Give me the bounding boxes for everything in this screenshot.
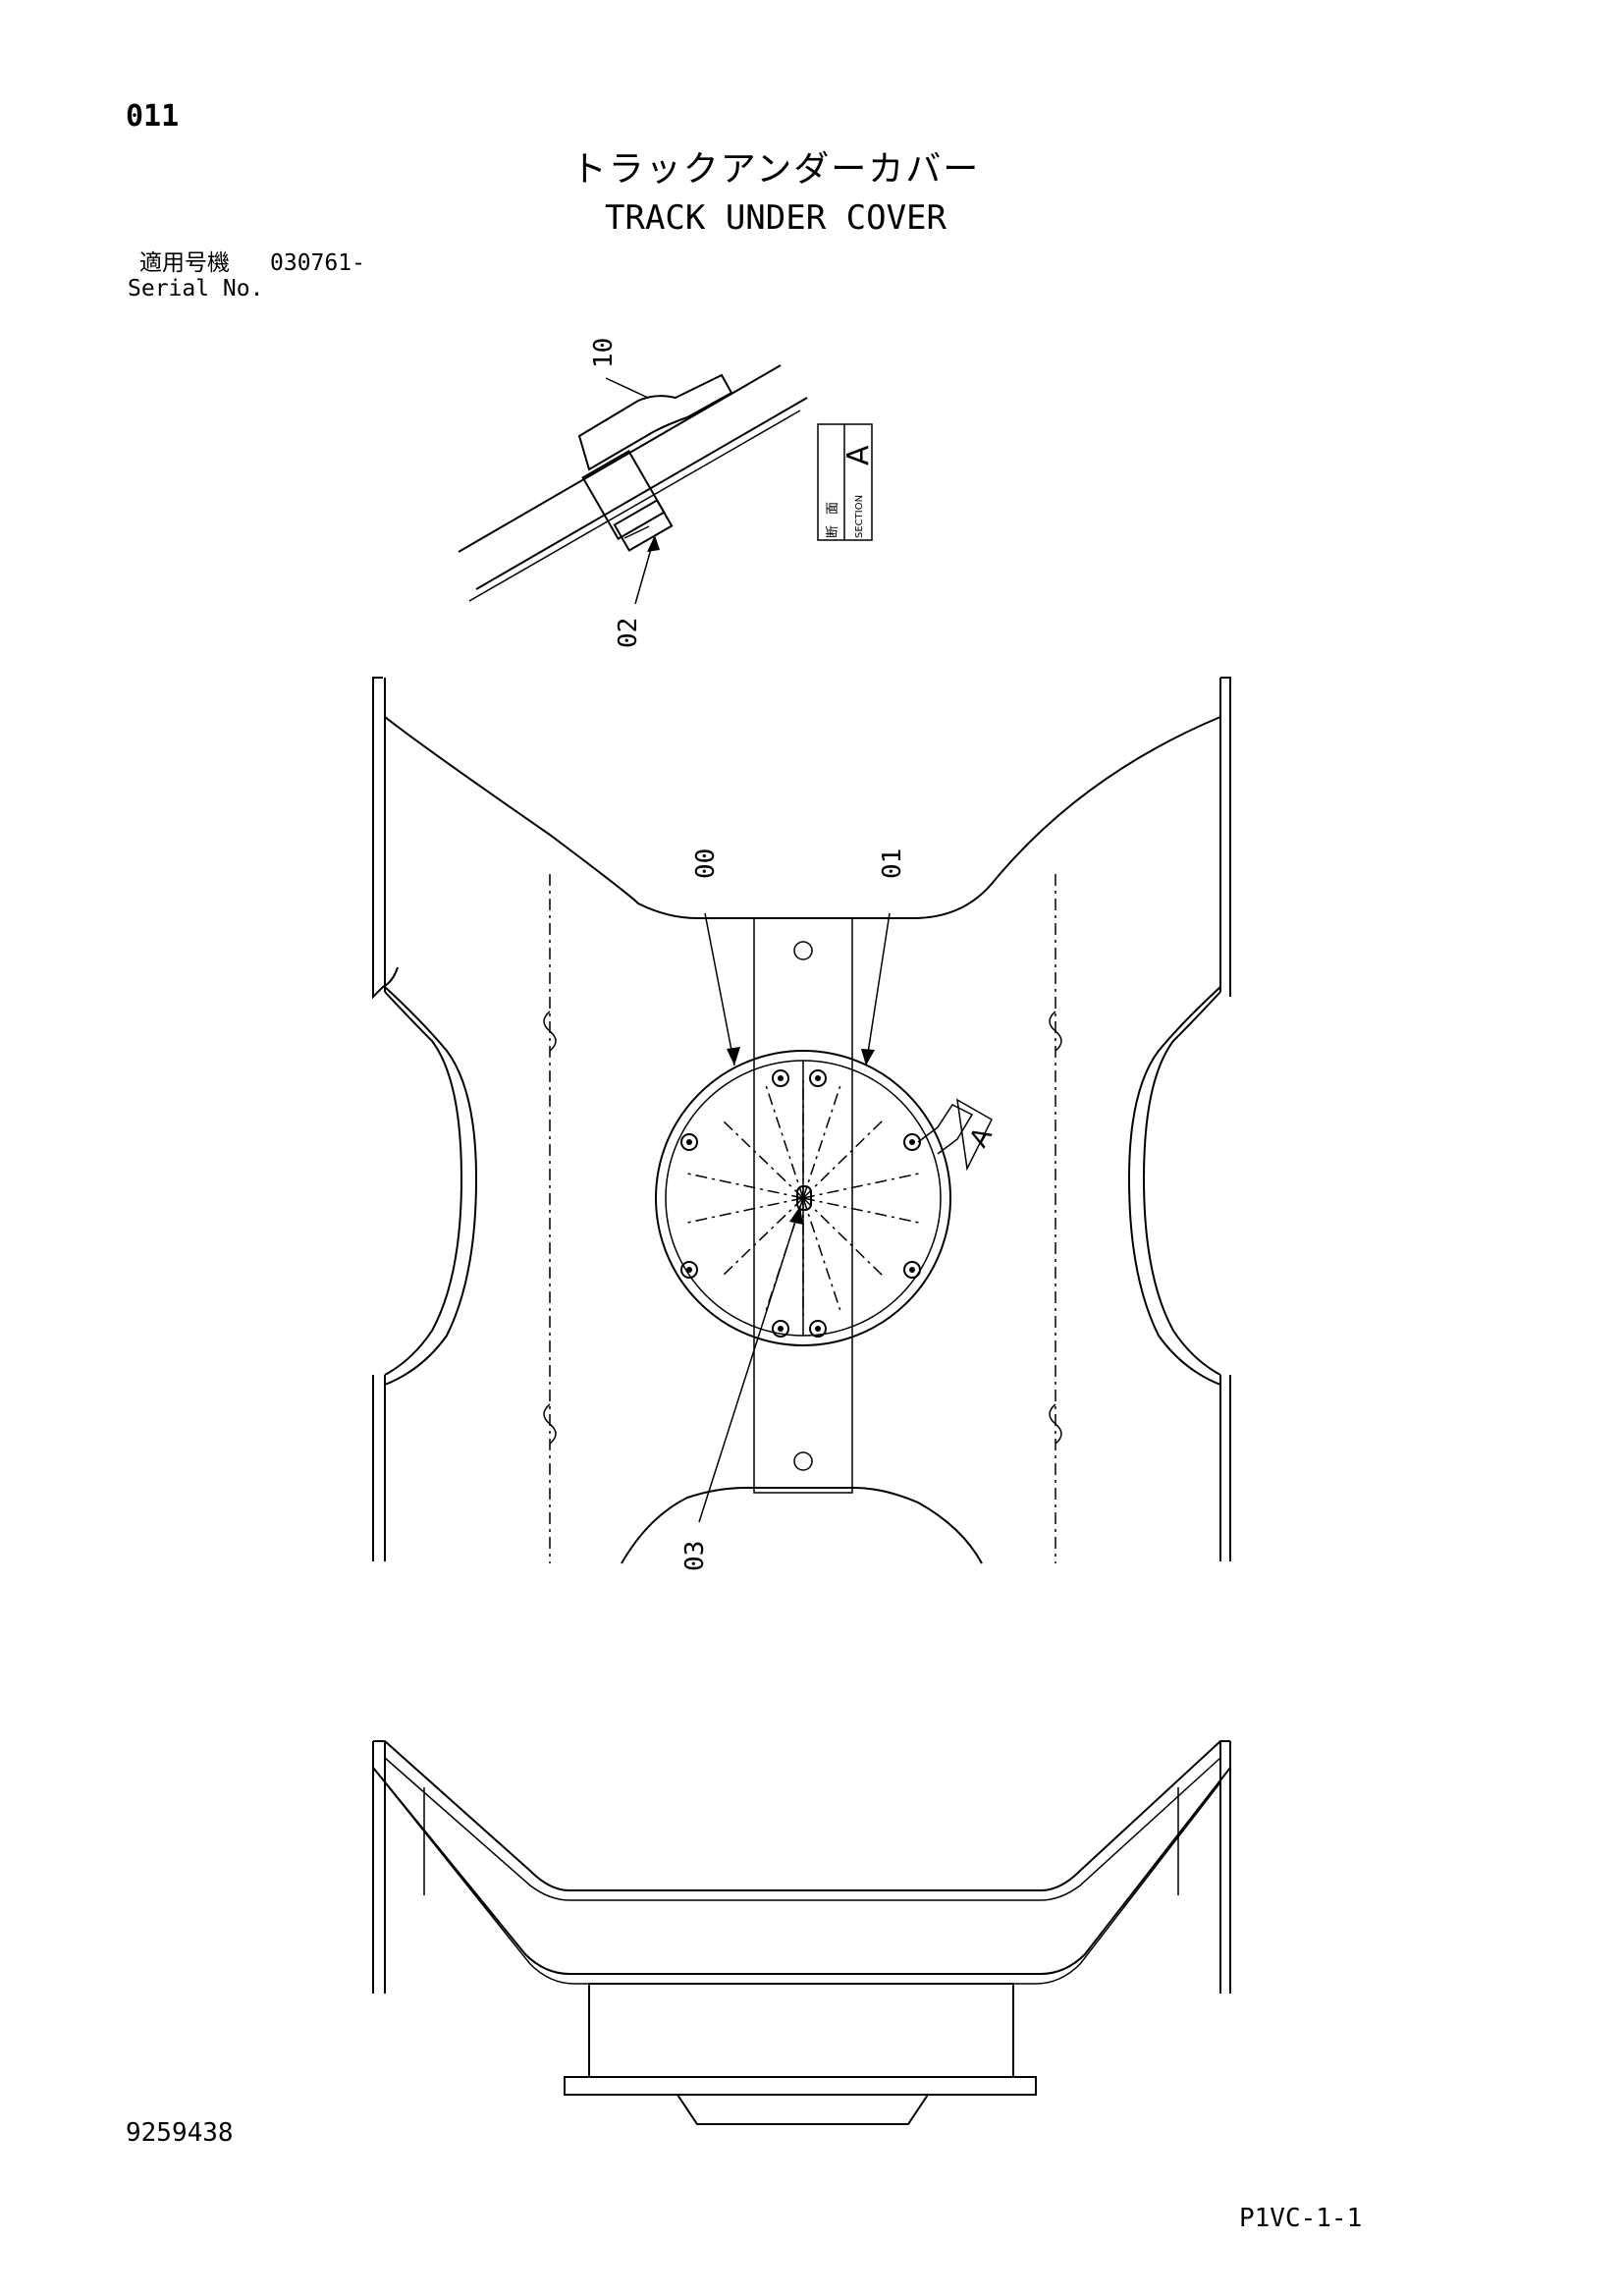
left-cutout-outer (384, 991, 463, 1376)
document-number: 9259438 (126, 2118, 234, 2148)
right-frame-bottom (1219, 1375, 1231, 1561)
page-number: 011 (126, 99, 180, 134)
cover-bolts (680, 1069, 921, 1338)
arrowhead (789, 1206, 803, 1225)
leader-01 (865, 912, 891, 1066)
break-mark (543, 1011, 557, 1052)
callout-10: 10 (589, 338, 619, 368)
upper-trough-inner (384, 1757, 1221, 1901)
bolt-body (581, 449, 666, 541)
serial-value: 030761- (270, 250, 365, 276)
section-kanji-2: 面 (826, 502, 840, 515)
left-frame-bottom (372, 1375, 386, 1561)
front-view (372, 1740, 1231, 2125)
cover-ribs (686, 1075, 920, 1321)
section-arrow-flag (956, 1098, 993, 1172)
section-a-label: 断 面 SECTION A (817, 423, 876, 541)
section-arrow (917, 1104, 974, 1155)
cover-housing (588, 1983, 1014, 2078)
break-mark (543, 1403, 557, 1445)
cover-bracket (577, 373, 733, 471)
callout-00: 00 (691, 848, 721, 879)
upper-trough (373, 1740, 1230, 1891)
lower-body-outline (621, 1487, 983, 1564)
leader-03 (698, 1205, 801, 1523)
right-cutout-inner (1127, 986, 1221, 1386)
callout-02: 02 (614, 618, 643, 648)
strap-hole (793, 1451, 813, 1471)
cover-bottom (676, 2094, 929, 2125)
break-mark (1049, 1011, 1062, 1052)
leader-00 (704, 912, 735, 1066)
lower-trough (372, 1767, 1231, 1975)
break-mark (1049, 1403, 1062, 1445)
center-strap (753, 917, 853, 1494)
right-frame-top (1219, 677, 1231, 997)
nut-line (623, 525, 650, 539)
plan-view: 00 01 03 A (372, 677, 1231, 1571)
section-word: SECTION (854, 495, 865, 538)
lower-trough-inner (384, 1781, 1221, 1985)
callout-01: 01 (878, 848, 907, 879)
plate-line (475, 397, 808, 590)
upper-body-outline (384, 716, 1221, 919)
left-frame-top (372, 677, 399, 1000)
nut (613, 499, 674, 552)
leader-10 (605, 377, 649, 399)
callout-03: 03 (680, 1541, 710, 1571)
serial-label-english: Serial No. (128, 276, 264, 301)
title-english: TRACK UNDER COVER (605, 198, 947, 238)
cover-flange (564, 2076, 1037, 2096)
section-marker-a: A (964, 1122, 999, 1153)
section-letter: A (841, 445, 876, 465)
section-a-detail: 10 02 (458, 338, 808, 648)
section-kanji-1: 断 (826, 525, 840, 538)
title-japanese: トラックアンダーカバー (570, 149, 981, 190)
left-cutout-inner (384, 986, 478, 1386)
strap-hole (793, 941, 813, 960)
plate-line (468, 410, 801, 602)
arrowhead (647, 535, 660, 552)
arrowhead (727, 1047, 740, 1066)
serial-label-japanese: 適用号機 (139, 250, 230, 276)
page-code: P1VC-1-1 (1239, 2204, 1363, 2233)
right-cutout-outer (1142, 991, 1221, 1376)
arrowhead (861, 1049, 875, 1066)
cover-outer (655, 1050, 951, 1346)
